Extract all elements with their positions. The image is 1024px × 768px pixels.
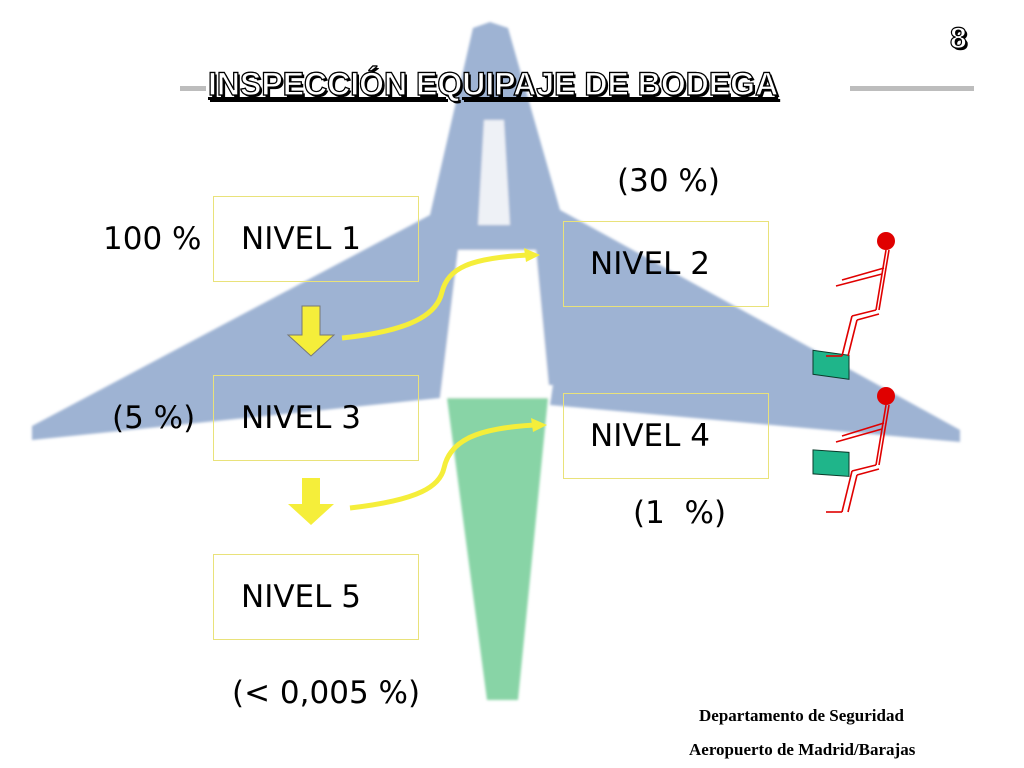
level-label-4: NIVEL 4 [590, 418, 710, 454]
level-box-3 [213, 375, 419, 461]
percentage-nivel1: 100 % [103, 221, 202, 257]
level-label-1: NIVEL 1 [241, 221, 361, 257]
level-box-1 [213, 196, 419, 282]
level-box-5 [213, 554, 419, 640]
level-label-2: NIVEL 2 [590, 246, 710, 282]
level-box-4 [563, 393, 769, 479]
title-bar-left [180, 86, 206, 91]
percentage-nivel3: (5 %) [112, 400, 196, 436]
curved-arrow-icon [349, 418, 547, 511]
level-box-2 [563, 221, 769, 307]
slide-number: 8 [949, 21, 967, 55]
down-arrow-icon [288, 478, 334, 525]
page-title: INSPECCIÓN EQUIPAJE DE BODEGA [207, 65, 779, 102]
percentage-nivel5: (< 0,005 %) [232, 675, 421, 711]
footer-department: Departamento de Seguridad [699, 706, 904, 725]
percentage-nivel2: (30 %) [617, 163, 720, 199]
level-label-3: NIVEL 3 [241, 400, 361, 436]
screener-figure-icon [812, 232, 895, 380]
screener-figure-icon [812, 387, 895, 513]
curved-arrow-icon [341, 248, 540, 341]
percentage-nivel4: (1 %) [633, 495, 727, 531]
airplane-silhouette [32, 22, 960, 700]
title-bar-right [850, 86, 974, 91]
level-label-5: NIVEL 5 [241, 579, 361, 615]
down-arrow-icon [286, 305, 336, 357]
footer-airport: Aeropuerto de Madrid/Barajas [689, 740, 916, 759]
